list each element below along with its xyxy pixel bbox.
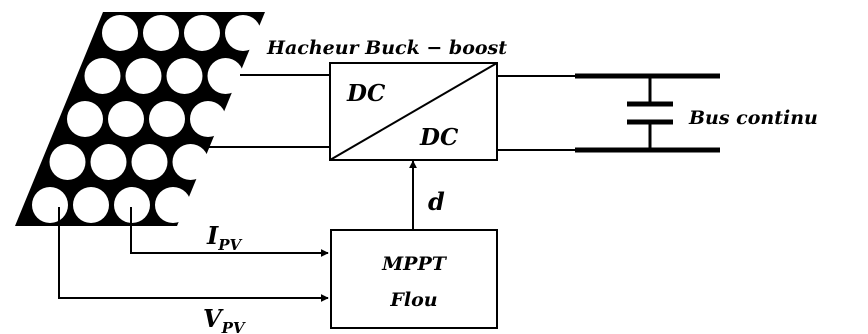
current-label: IPV: [206, 221, 243, 254]
pv-cell: [67, 101, 103, 137]
mppt-label: MPPT: [381, 253, 448, 275]
pv-cell: [155, 187, 191, 223]
pv-cell: [73, 187, 109, 223]
pv-cell: [225, 15, 261, 51]
mppt-controller: MPPT Flou: [330, 229, 498, 329]
pv-cell: [207, 58, 244, 94]
converter-output-label: DC: [419, 124, 459, 151]
converter-diagonal: [329, 62, 498, 161]
fuzzy-label: Flou: [389, 289, 437, 311]
pv-cell: [102, 15, 138, 51]
voltage-subscript: PV: [221, 319, 246, 334]
pv-cell: [190, 101, 226, 137]
duty-cycle-label: d: [428, 187, 445, 216]
voltage-symbol: V: [203, 304, 224, 333]
pv-cell: [166, 58, 203, 94]
current-subscript: PV: [217, 236, 242, 254]
pv-cell: [90, 144, 127, 180]
pv-cell: [149, 101, 185, 137]
pv-panel: [15, 12, 265, 226]
converter-title: Hacheur Buck − boost: [266, 37, 507, 59]
pv-cell: [32, 187, 68, 223]
current-symbol: I: [206, 221, 219, 250]
voltage-label: VPV: [203, 304, 246, 334]
buck-boost-converter: Hacheur Buck − boost DC DC: [266, 37, 507, 161]
pv-cell: [114, 187, 150, 223]
pv-cell: [49, 144, 86, 180]
converter-input-label: DC: [346, 80, 386, 107]
voltage-signal-line: [58, 207, 329, 302]
pv-cell: [125, 58, 162, 94]
pv-cell: [184, 15, 220, 51]
mppt-box: [330, 229, 498, 329]
bus-label: Bus continu: [688, 107, 818, 129]
pv-cell: [131, 144, 168, 180]
pv-cells: [32, 15, 261, 223]
dc-bus: Bus continu: [575, 73, 818, 153]
pv-cell: [172, 144, 209, 180]
pv-cell: [108, 101, 144, 137]
pv-cell: [143, 15, 179, 51]
current-signal-line: [130, 207, 329, 257]
pv-cell: [84, 58, 121, 94]
